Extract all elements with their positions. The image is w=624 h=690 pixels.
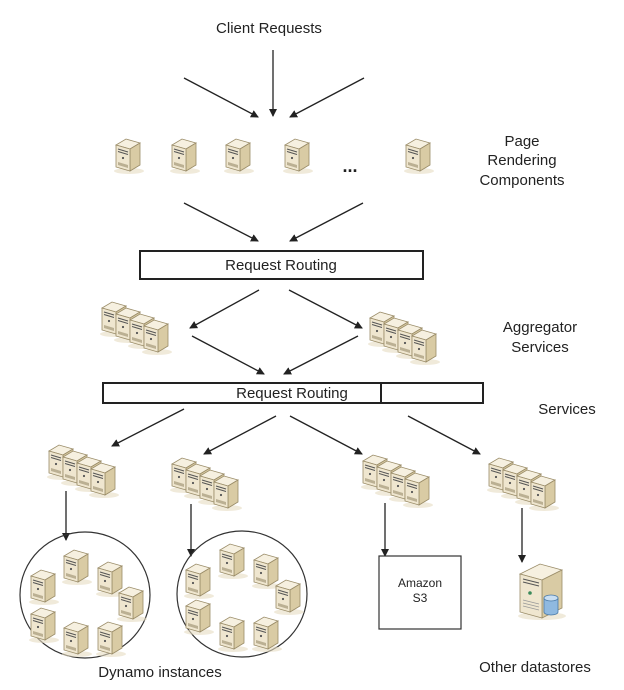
page-rendering-label-line2: Rendering — [487, 152, 556, 169]
dynamo-ring-1 — [19, 531, 151, 659]
server-cluster-icon — [170, 458, 242, 511]
request-routing-bottom-label: Request Routing — [236, 385, 348, 402]
arrow-to-service-3 — [289, 415, 363, 455]
services-label: Services — [538, 401, 596, 418]
server-icon — [95, 621, 127, 658]
arrow-client-left — [183, 77, 259, 118]
server-icon — [273, 579, 305, 616]
arrow-routing-to-agg-left — [189, 289, 260, 329]
page-rendering-servers — [113, 138, 435, 175]
dynamo-instances-label: Dynamo instances — [98, 664, 221, 681]
server-icon — [61, 549, 93, 586]
server-icon — [183, 563, 215, 600]
page-rendering-label-line3: Components — [479, 172, 564, 189]
arrow-routing-to-agg-right — [288, 289, 363, 329]
dynamo-ring-2 — [176, 530, 308, 658]
arrow-agg-right-to-routing — [283, 335, 359, 375]
arrow-to-service-4 — [407, 415, 481, 455]
amazon-s3-label-line2: S3 — [413, 591, 428, 605]
server-icon — [28, 569, 60, 606]
server-cluster-icon — [361, 455, 433, 508]
amazon-s3-box: Amazon S3 — [378, 555, 462, 630]
arrow-to-service-2 — [203, 415, 277, 455]
arrow-to-service-1 — [111, 408, 185, 447]
request-routing-top-label: Request Routing — [225, 257, 337, 274]
page-rendering-label-line1: Page — [504, 133, 539, 150]
arrow-agg-left-to-routing — [191, 335, 265, 375]
server-icon — [28, 607, 60, 644]
ellipsis: ... — [342, 156, 357, 176]
arrow-client-right — [289, 77, 365, 118]
server-icon — [251, 553, 283, 590]
server-cluster-icon — [368, 312, 440, 365]
server-icon — [113, 138, 145, 175]
aggregator-label-line2: Services — [511, 339, 569, 356]
request-routing-box-top: Request Routing — [139, 250, 424, 280]
other-datastores-label: Other datastores — [479, 659, 591, 676]
server-cluster-icon — [487, 458, 559, 511]
server-icon — [61, 621, 93, 658]
request-routing-box-bottom: Request Routing — [102, 382, 382, 404]
arrow-to-routing-left — [183, 202, 259, 242]
amazon-s3-label-line1: Amazon — [398, 576, 442, 590]
server-cluster-icon — [100, 302, 172, 355]
aggregator-label-line1: Aggregator — [503, 319, 577, 336]
server-icon — [116, 586, 148, 623]
server-icon — [217, 543, 249, 580]
arrow-to-routing-right — [289, 202, 364, 242]
server-icon — [217, 616, 249, 653]
server-icon — [282, 138, 314, 175]
database-server-icon — [518, 563, 566, 620]
server-icon — [403, 138, 435, 175]
server-icon — [223, 138, 255, 175]
request-routing-bottom-frame — [102, 382, 484, 404]
server-cluster-icon — [47, 445, 119, 498]
client-requests-label: Client Requests — [216, 20, 322, 37]
server-icon — [169, 138, 201, 175]
